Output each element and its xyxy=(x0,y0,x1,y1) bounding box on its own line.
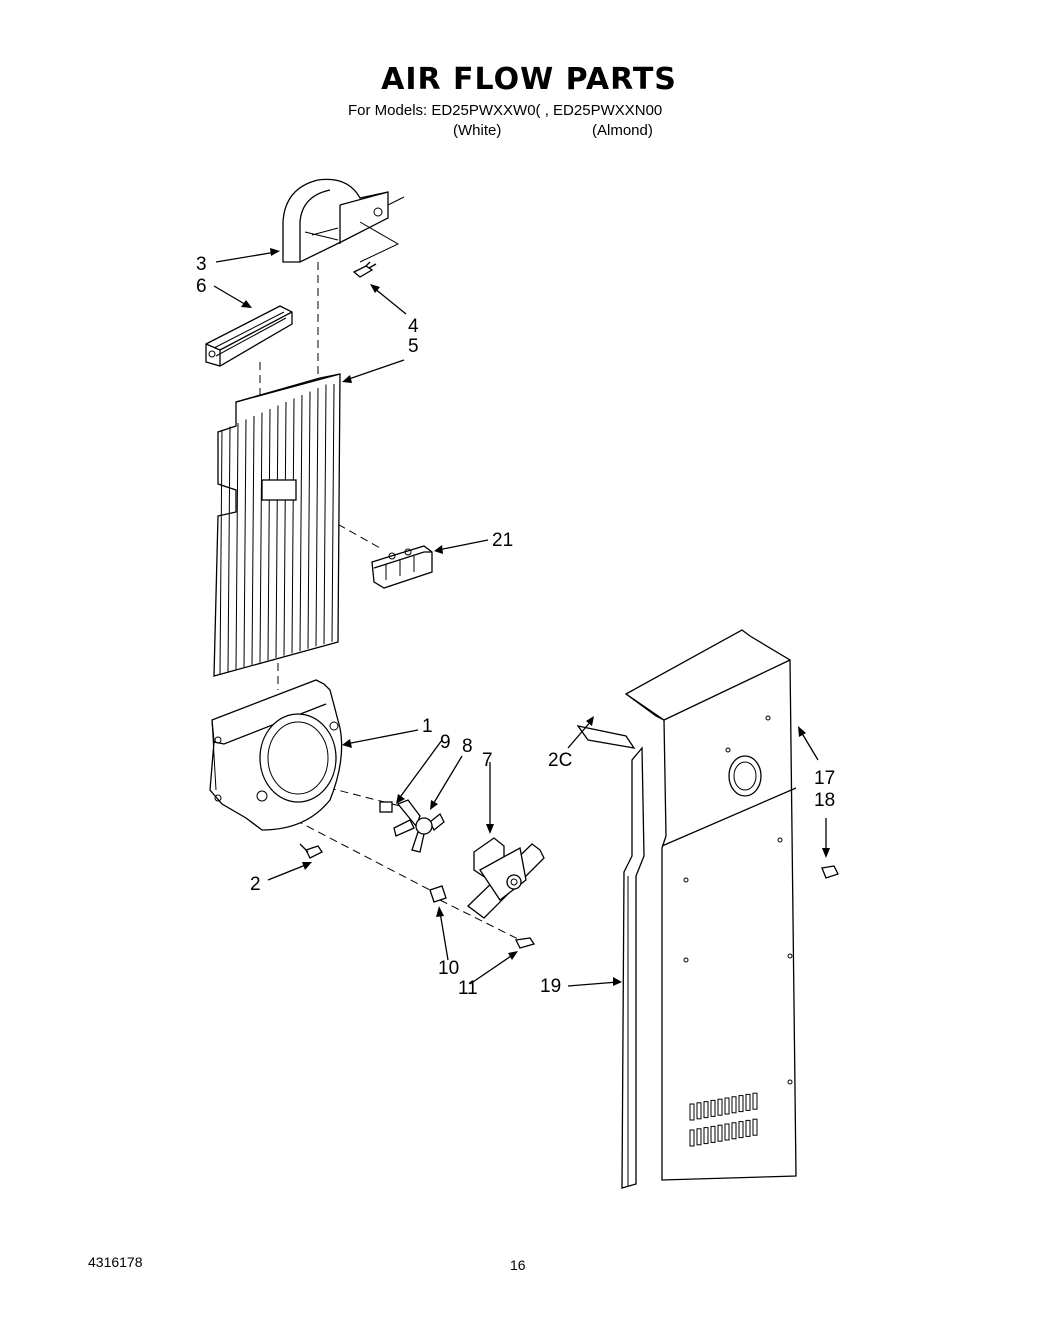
damper-bracket-part xyxy=(371,545,433,589)
panel-rib xyxy=(307,391,311,649)
vent-slot xyxy=(696,1102,702,1120)
variant-white: (White) xyxy=(453,122,502,139)
callout-8: 8 xyxy=(462,736,473,757)
callout-21: 21 xyxy=(492,530,513,551)
panel-rib xyxy=(235,422,239,670)
callout-18: 18 xyxy=(814,790,835,811)
callout-3: 3 xyxy=(196,254,207,275)
vent-slot xyxy=(752,1092,758,1110)
callout-11: 11 xyxy=(458,978,478,999)
vent-slot xyxy=(710,1099,716,1117)
callout-7: 7 xyxy=(482,750,493,771)
fan-shroud-part xyxy=(209,679,343,831)
side-strip-part xyxy=(621,746,645,1189)
rear-panel-part xyxy=(624,629,797,1181)
vent-slot xyxy=(745,1093,751,1111)
screw-part-11 xyxy=(515,937,536,949)
leader-lines xyxy=(213,248,830,987)
panel-rib xyxy=(227,426,231,672)
duct-cover-part xyxy=(282,178,405,263)
screw-part-4 xyxy=(352,261,377,278)
vent-slot xyxy=(689,1103,695,1121)
panel-rib xyxy=(315,387,319,647)
panel-rib xyxy=(291,398,295,654)
vent-slot xyxy=(731,1096,737,1114)
page-number: 16 xyxy=(510,1257,526,1273)
seal-pad-part xyxy=(576,725,636,749)
panel-rib xyxy=(283,401,287,656)
screw-part-2 xyxy=(299,843,323,859)
vent-slot xyxy=(724,1097,730,1115)
vent-slot xyxy=(738,1095,744,1113)
vent-slot xyxy=(703,1101,709,1119)
callout-20: 2C xyxy=(548,750,572,771)
vent-slot xyxy=(689,1129,695,1147)
panel-rib xyxy=(259,412,263,663)
panel-rib xyxy=(275,405,279,658)
air-grille-part xyxy=(205,305,293,367)
models-line: For Models: ED25PWXXW0( , ED25PWXXN00 xyxy=(348,102,663,119)
grommet-part-10 xyxy=(429,885,447,903)
vent-slot xyxy=(738,1121,744,1139)
callout-5: 5 xyxy=(408,336,419,357)
vent-slot xyxy=(731,1122,737,1140)
panel-rib xyxy=(267,408,271,661)
callout-1: 1 xyxy=(422,716,433,737)
vent-slot xyxy=(696,1128,702,1146)
fan-blade-part xyxy=(393,799,445,853)
variant-almond: (Almond) xyxy=(592,122,653,139)
panel-rib xyxy=(331,383,335,642)
fan-motor-part xyxy=(467,837,545,919)
panel-rib xyxy=(243,419,247,668)
vent-slot xyxy=(703,1127,709,1145)
callout-numbers: 3 6 4 5 21 1 9 8 7 2 10 11 19 2C 17 18 xyxy=(196,254,835,999)
vent-slot xyxy=(752,1118,758,1136)
panel-rib xyxy=(251,415,255,665)
vent-slot xyxy=(710,1125,716,1143)
callout-9: 9 xyxy=(440,732,451,753)
callout-19: 19 xyxy=(540,976,561,997)
vent-slot xyxy=(724,1123,730,1141)
nut-part-9 xyxy=(379,801,393,813)
callout-4: 4 xyxy=(408,316,419,337)
callout-17: 17 xyxy=(814,768,835,789)
panel-rib xyxy=(219,429,223,675)
panel-rib xyxy=(323,384,327,645)
document-number: 4316178 xyxy=(88,1254,143,1270)
callout-10: 10 xyxy=(438,958,459,979)
page-title: AIR FLOW PARTS xyxy=(381,62,677,97)
vent-slot xyxy=(717,1124,723,1142)
vent-slot xyxy=(717,1098,723,1116)
vent-slot xyxy=(745,1119,751,1137)
callout-2: 2 xyxy=(250,874,261,895)
panel-rib xyxy=(299,394,303,652)
screw-part-18 xyxy=(821,865,839,879)
callout-6: 6 xyxy=(196,276,207,297)
evaporator-cover-part xyxy=(213,373,341,677)
